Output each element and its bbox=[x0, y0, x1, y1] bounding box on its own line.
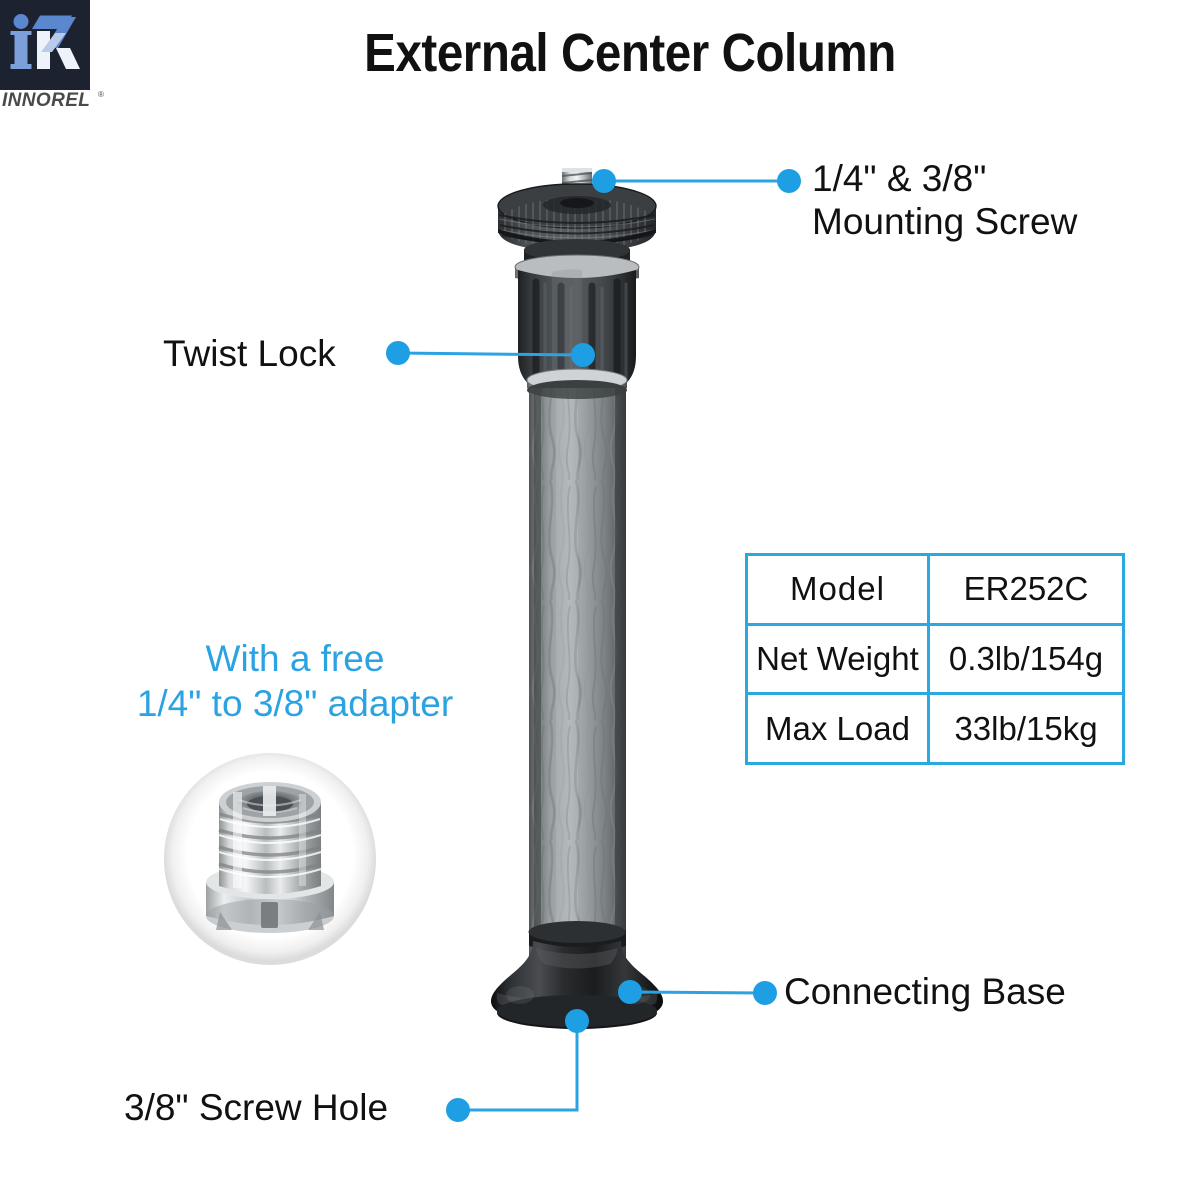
callout-connecting-base: Connecting Base bbox=[784, 971, 1066, 1012]
wordmark-text: INNOREL bbox=[2, 90, 90, 111]
knurled-top-disc bbox=[497, 183, 657, 251]
callout-mounting-screw-line1: 1/4" & 3/8" bbox=[812, 158, 987, 199]
callout-screw-hole: 3/8" Screw Hole bbox=[124, 1087, 389, 1128]
table-row: Model ER252C bbox=[748, 556, 1122, 626]
callout-mounting-screw: 1/4" & 3/8" Mounting Screw bbox=[812, 158, 1077, 244]
carbon-fiber-tube bbox=[528, 381, 626, 973]
twist-lock-barrel bbox=[518, 269, 636, 400]
spec-value-max-load: 33lb/15kg bbox=[954, 709, 1098, 747]
callout-mounting-screw-line2: Mounting Screw bbox=[812, 200, 1078, 242]
table-row: Net Weight 0.3lb/154g bbox=[748, 625, 1122, 696]
connecting-base bbox=[490, 921, 664, 1029]
adapter-photo bbox=[163, 752, 378, 967]
callout-twist-lock: Twist Lock bbox=[163, 333, 336, 374]
promo-line-1: With a free bbox=[205, 638, 385, 679]
spec-key-net-weight: Net Weight bbox=[748, 625, 930, 693]
brand-logo-badge bbox=[0, 0, 90, 90]
innorel-ir-monogram-icon bbox=[10, 14, 80, 69]
spec-value-model: ER252C bbox=[963, 570, 1089, 608]
adapter-body bbox=[206, 782, 334, 933]
page-title: External Center Column bbox=[364, 23, 896, 83]
spec-key-max-load: Max Load bbox=[748, 695, 930, 763]
spec-table: Model ER252C Net Weight 0.3lb/154g Max L… bbox=[745, 553, 1125, 765]
free-adapter-promo: With a free 1/4" to 3/8" adapter bbox=[60, 636, 530, 726]
spec-value-net-weight: 0.3lb/154g bbox=[948, 640, 1104, 677]
brand-wordmark: INNOREL ® bbox=[2, 88, 112, 112]
table-row: Max Load 33lb/15kg bbox=[748, 695, 1122, 763]
promo-line-2: 1/4" to 3/8" adapter bbox=[136, 683, 454, 725]
spec-key-model: Model bbox=[748, 556, 930, 623]
trademark-symbol: ® bbox=[98, 90, 104, 99]
